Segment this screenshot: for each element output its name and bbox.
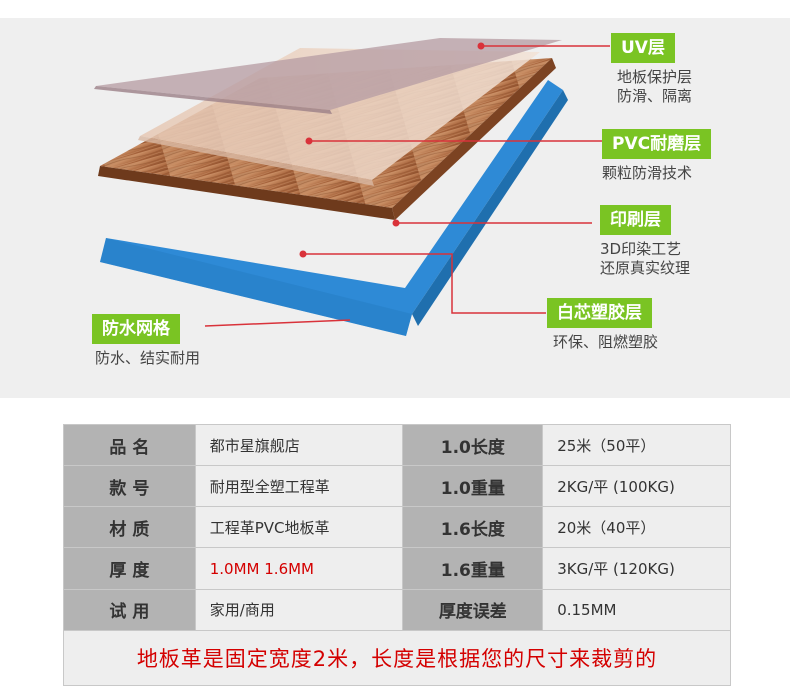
spec-label: 1.6长度 [402, 506, 544, 549]
white-core-layer-desc-line: 环保、阻燃塑胶 [553, 333, 659, 351]
spec-value: 工程革PVC地板革 [194, 506, 404, 549]
pvc-layer-tag: PVC耐磨层 [602, 129, 712, 159]
spec-label: 1.0重量 [402, 465, 544, 508]
spec-value: 都市星旗舰店 [194, 423, 404, 467]
table-row: 材 质 工程革PVC地板革 1.6长度 20米（40平） [63, 506, 731, 549]
leader-dots [299, 42, 485, 258]
white-core-layer-tag: 白芯塑胶层 [547, 298, 652, 328]
uv-layer-desc-line: 地板保护层 [617, 68, 693, 86]
spec-label: 厚 度 [63, 547, 196, 590]
leader-lines [204, 45, 610, 327]
spec-label: 材 质 [63, 506, 196, 549]
waterproof-mesh-desc: 防水、结实耐用 [95, 349, 200, 368]
spec-value: 家用/商用 [194, 588, 404, 631]
table-row: 地板革是固定宽度2米，长度是根据您的尺寸来裁剪的 [63, 629, 731, 687]
print-layer-tag: 印刷层 [600, 205, 671, 235]
print-layer-desc: 3D印染工艺 还原真实纹理 [600, 240, 690, 278]
layer-illustration [94, 38, 610, 336]
waterproof-mesh-tag: 防水网格 [92, 314, 180, 344]
waterproof-mesh-desc-line: 防水、结实耐用 [95, 349, 201, 367]
spec-label: 款 号 [63, 465, 196, 508]
uv-layer-shape [94, 38, 562, 114]
print-layer-desc-line: 3D印染工艺 [600, 240, 682, 258]
spec-value: 2KG/平 (100KG) [542, 465, 731, 508]
spec-value: 20米（40平） [542, 506, 731, 549]
spec-label: 试 用 [63, 588, 196, 631]
spec-value: 25米（50平） [542, 423, 731, 467]
pvc-layer-desc: 颗粒防滑技术 [602, 164, 692, 183]
spec-label: 厚度误差 [402, 588, 544, 631]
table-row: 品 名 都市星旗舰店 1.0长度 25米（50平） [63, 423, 731, 467]
width-note: 地板革是固定宽度2米，长度是根据您的尺寸来裁剪的 [63, 629, 731, 687]
uv-layer-tag: UV层 [611, 33, 675, 63]
table-row: 厚 度 1.0MM 1.6MM 1.6重量 3KG/平 (120KG) [63, 547, 731, 590]
layer-diagram: UV层 地板保护层 防滑、隔离 PVC耐磨层 颗粒防滑技术 印刷层 3D印染工艺… [0, 18, 790, 398]
table-row: 试 用 家用/商用 厚度误差 0.15MM [63, 588, 731, 631]
spec-value-thickness: 1.0MM 1.6MM [194, 547, 404, 590]
mesh-layer-shape [100, 80, 568, 336]
uv-layer-desc: 地板保护层 防滑、隔离 [617, 68, 692, 106]
table-row: 款 号 耐用型全塑工程革 1.0重量 2KG/平 (100KG) [63, 465, 731, 508]
spec-table: 品 名 都市星旗舰店 1.0长度 25米（50平） 款 号 耐用型全塑工程革 1… [63, 423, 731, 687]
spec-label: 1.0长度 [402, 423, 544, 467]
print-layer-desc-line: 还原真实纹理 [600, 259, 691, 277]
spec-label: 品 名 [63, 423, 196, 467]
white-core-layer-desc: 环保、阻燃塑胶 [553, 333, 658, 352]
spec-value: 0.15MM [542, 588, 731, 631]
top-strip [0, 0, 790, 18]
pvc-layer-desc-line: 颗粒防滑技术 [602, 164, 693, 182]
spec-value: 3KG/平 (120KG) [542, 547, 731, 590]
spec-value: 耐用型全塑工程革 [194, 465, 404, 508]
uv-layer-desc-line: 防滑、隔离 [617, 87, 693, 105]
spec-label: 1.6重量 [402, 547, 544, 590]
